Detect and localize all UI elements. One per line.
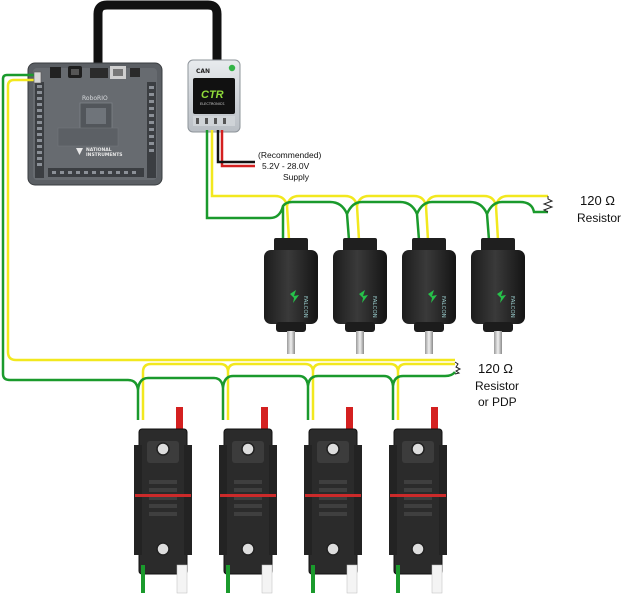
can-high-wire-talon bbox=[6, 351, 455, 420]
canifier-can-text: CAN bbox=[196, 68, 210, 75]
falcon-brand-text: FALCON bbox=[302, 296, 308, 318]
supply-red-wire bbox=[220, 130, 255, 168]
can-high-wire-falcon bbox=[210, 130, 548, 241]
supply-label-3: Supply bbox=[283, 172, 310, 182]
supply-label-2: 5.2V - 28.0V bbox=[262, 161, 310, 171]
falcon-motor: FALCON bbox=[333, 238, 387, 354]
can-low-wire-falcon bbox=[205, 130, 548, 241]
resistor-1-label: Resistor bbox=[577, 211, 621, 225]
can-low-wire-talon bbox=[1, 371, 456, 420]
roborio-maker-text-2: INSTRUMENTS bbox=[86, 152, 123, 158]
talon-controller bbox=[304, 407, 362, 594]
canifier-sub-text: ELECTRONICS bbox=[200, 102, 225, 106]
resistor-1-value: 120 Ω bbox=[580, 193, 615, 208]
falcon-brand-text: FALCON bbox=[440, 296, 446, 318]
falcon-brand-text: FALCON bbox=[509, 296, 515, 318]
roborio-brand-text: RoboRIO bbox=[82, 95, 108, 102]
ctr-canifier: CAN CTR ELECTRONICS bbox=[187, 59, 241, 133]
resistor-2-value: 120 Ω bbox=[478, 361, 513, 376]
resistor-1-icon bbox=[542, 196, 554, 213]
falcon-motor: FALCON bbox=[471, 238, 525, 354]
falcon-motor: FALCON bbox=[264, 238, 318, 354]
roborio-controller: RoboRIO NATIONAL INSTRUMENTS bbox=[27, 62, 163, 186]
black-cable bbox=[93, 0, 222, 75]
roborio-maker-text-1: NATIONAL bbox=[86, 147, 112, 153]
supply-label-1: (Recommended) bbox=[258, 150, 321, 160]
can-high-wire-left bbox=[6, 78, 34, 352]
resistor-2-line3: or PDP bbox=[478, 395, 517, 409]
canifier-brand-text: CTR bbox=[201, 89, 224, 101]
can-low-wire-left bbox=[1, 73, 34, 374]
ni-logo-icon bbox=[76, 148, 83, 155]
falcon-brand-text: FALCON bbox=[371, 296, 377, 318]
talon-controller bbox=[389, 407, 447, 594]
resistor-2-line2: Resistor bbox=[475, 379, 519, 393]
resistor-2-icon bbox=[454, 361, 462, 375]
talon-controller bbox=[134, 407, 192, 594]
supply-black-wire bbox=[216, 130, 255, 164]
falcon-motor: FALCON bbox=[402, 238, 456, 354]
talon-controller bbox=[219, 407, 277, 594]
